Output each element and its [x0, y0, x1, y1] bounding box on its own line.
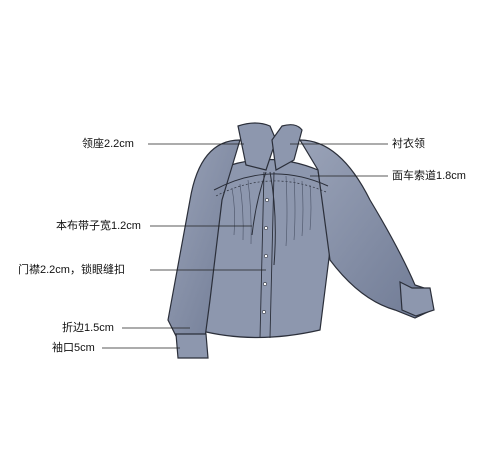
- collar: [237, 122, 277, 171]
- label-hem-fold: 折边1.5cm: [62, 322, 114, 334]
- right-sleeve: [298, 139, 433, 319]
- placket: [259, 171, 275, 339]
- label-collar-spread: 领座2.2cm: [82, 138, 134, 150]
- gather-lines: [231, 175, 312, 247]
- right-cuff: [399, 280, 435, 317]
- label-yoke-topstitch: 面车索道1.8cm: [392, 170, 466, 182]
- label-collar: 衬衣领: [392, 138, 425, 150]
- yoke-topstitch: [215, 180, 327, 197]
- buttons: [262, 198, 269, 314]
- label-placket: 门襟2.2cm，锁眼缝扣: [18, 264, 125, 276]
- label-tie-band: 本布带子宽1.2cm: [56, 220, 141, 232]
- label-cuff: 袖口5cm: [52, 342, 95, 354]
- tie-band: [251, 171, 276, 266]
- collar-right: [271, 124, 303, 171]
- leader-lines: [102, 143, 388, 349]
- left-cuff: [175, 333, 209, 359]
